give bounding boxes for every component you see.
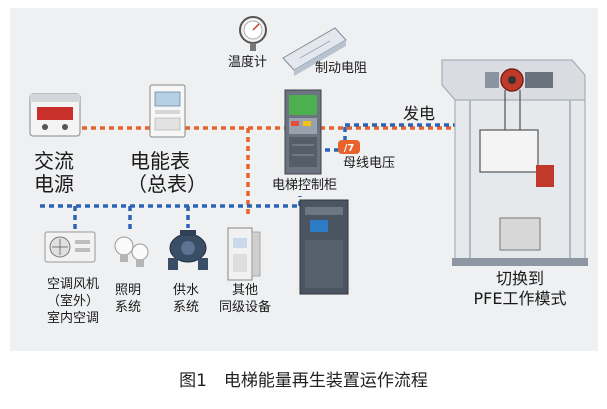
figure-caption: 图1 电梯能量再生装置运作流程 (179, 371, 428, 391)
orange-power-lines (82, 126, 468, 215)
thermometer-icon (239, 16, 267, 51)
thermometer-label: 温度计 (228, 55, 268, 70)
light-bulb-icon (114, 236, 149, 267)
outdoor-ac-fan-icon (44, 231, 96, 263)
meter-label-line2: （总表） (127, 172, 207, 196)
switch-mode-label-line1: 切换到 (495, 269, 544, 288)
bus-voltage-label: 母线电压 (343, 156, 396, 171)
ac-power-label-line2: 电源 (34, 172, 74, 196)
meter-label-line1: 电能表 (130, 149, 190, 173)
blue-bus-lines (40, 123, 465, 232)
other-equipment-icon (227, 227, 261, 281)
lighting-label-line2: 系统 (115, 300, 142, 315)
ac-fan-label-line3: 室内空调 (46, 311, 99, 326)
control-cabinet-icon (284, 89, 322, 175)
ac-power-label-line1: 交流 (34, 149, 74, 173)
elevator-shaft-icon (441, 59, 588, 266)
ac-power-unit-icon (29, 93, 81, 137)
water-label-line2: 系统 (173, 300, 200, 315)
brake-resistor-icon (282, 27, 347, 76)
switch-mode-label-line2: PFE工作模式 (473, 289, 567, 308)
controller-label: 电梯控制柜 (272, 178, 338, 193)
other-equipment-label-line2: 同级设备 (218, 300, 271, 315)
water-label-line1: 供水 (173, 283, 200, 298)
energy-meter-icon (149, 84, 186, 138)
ac-fan-label-line1: 空调风机 (46, 277, 99, 292)
bus-voltage-badge-icon: /7 (338, 140, 360, 154)
other-equipment-label-line1: 其他 (231, 283, 258, 298)
ac-fan-label-line2: （室外） (46, 294, 99, 309)
pfe-regeneration-unit-icon (299, 199, 349, 295)
svg-text:/7: /7 (344, 143, 355, 154)
brake-resistor-label: 制动电阻 (315, 61, 368, 76)
generate-label: 发电 (403, 104, 436, 123)
lighting-label-line1: 照明 (115, 283, 142, 298)
water-pump-icon (168, 230, 208, 270)
